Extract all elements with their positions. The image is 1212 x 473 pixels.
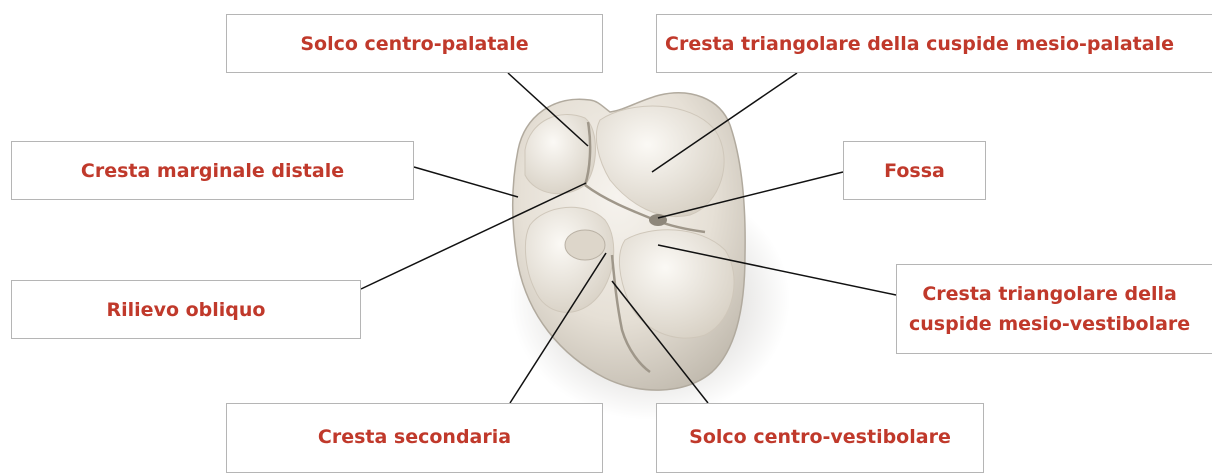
label-box-rilievo-obliquo: Rilievo obliquo bbox=[11, 280, 361, 339]
label-cresta-triangolare-mesio-vestibolare: Cresta triangolare della cuspide mesio-v… bbox=[909, 279, 1190, 339]
label-solco-centro-palatale: Solco centro-palatale bbox=[300, 32, 529, 55]
secondary-ridge-shape bbox=[564, 229, 606, 261]
label-cresta-mesio-vestibolare-line2: cuspide mesio-vestibolare bbox=[909, 313, 1191, 335]
leader-solco-centro-vestibolare bbox=[611, 280, 709, 404]
leader-cresta-mesio-palatale bbox=[651, 72, 798, 173]
label-rilievo-obliquo: Rilievo obliquo bbox=[106, 298, 266, 321]
leader-cresta-marginale-distale bbox=[413, 166, 519, 198]
label-box-cresta-triangolare-mesio-palatale: Cresta triangolare della cuspide mesio-p… bbox=[656, 14, 1212, 73]
label-box-cresta-secondaria: Cresta secondaria bbox=[226, 403, 603, 473]
mesio-palatal-cusp bbox=[595, 105, 725, 217]
leader-cresta-mesio-vestibolare bbox=[657, 244, 897, 296]
label-box-cresta-triangolare-mesio-vestibolare: Cresta triangolare della cuspide mesio-v… bbox=[896, 264, 1212, 354]
tooth-illustration-canvas bbox=[360, 72, 897, 420]
central-vestibular-groove bbox=[610, 254, 651, 374]
leader-rilievo-obliquo bbox=[360, 182, 587, 290]
label-box-solco-centro-vestibolare: Solco centro-vestibolare bbox=[656, 403, 984, 473]
label-cresta-secondaria: Cresta secondaria bbox=[317, 426, 512, 448]
leader-fossa bbox=[657, 171, 844, 219]
leader-lines bbox=[360, 72, 897, 404]
label-cresta-mesio-vestibolare-line1: Cresta triangolare della bbox=[922, 283, 1177, 305]
label-cresta-marginale-distale: Cresta marginale distale bbox=[80, 159, 345, 182]
label-box-cresta-marginale-distale: Cresta marginale distale bbox=[11, 141, 414, 200]
leader-solco-centro-palatale bbox=[507, 72, 589, 147]
mesio-vestibular-cusp bbox=[619, 229, 735, 339]
central-palatal-groove bbox=[583, 121, 592, 186]
label-cresta-triangolare-mesio-palatale: Cresta triangolare della cuspide mesio-p… bbox=[665, 32, 1174, 55]
label-solco-centro-vestibolare: Solco centro-vestibolare bbox=[689, 426, 951, 448]
leader-cresta-secondaria bbox=[509, 252, 607, 404]
label-box-solco-centro-palatale: Solco centro-palatale bbox=[226, 14, 603, 73]
label-fossa: Fossa bbox=[884, 159, 945, 182]
disto-palatal-cusp bbox=[524, 114, 596, 195]
label-box-fossa: Fossa bbox=[843, 141, 986, 200]
